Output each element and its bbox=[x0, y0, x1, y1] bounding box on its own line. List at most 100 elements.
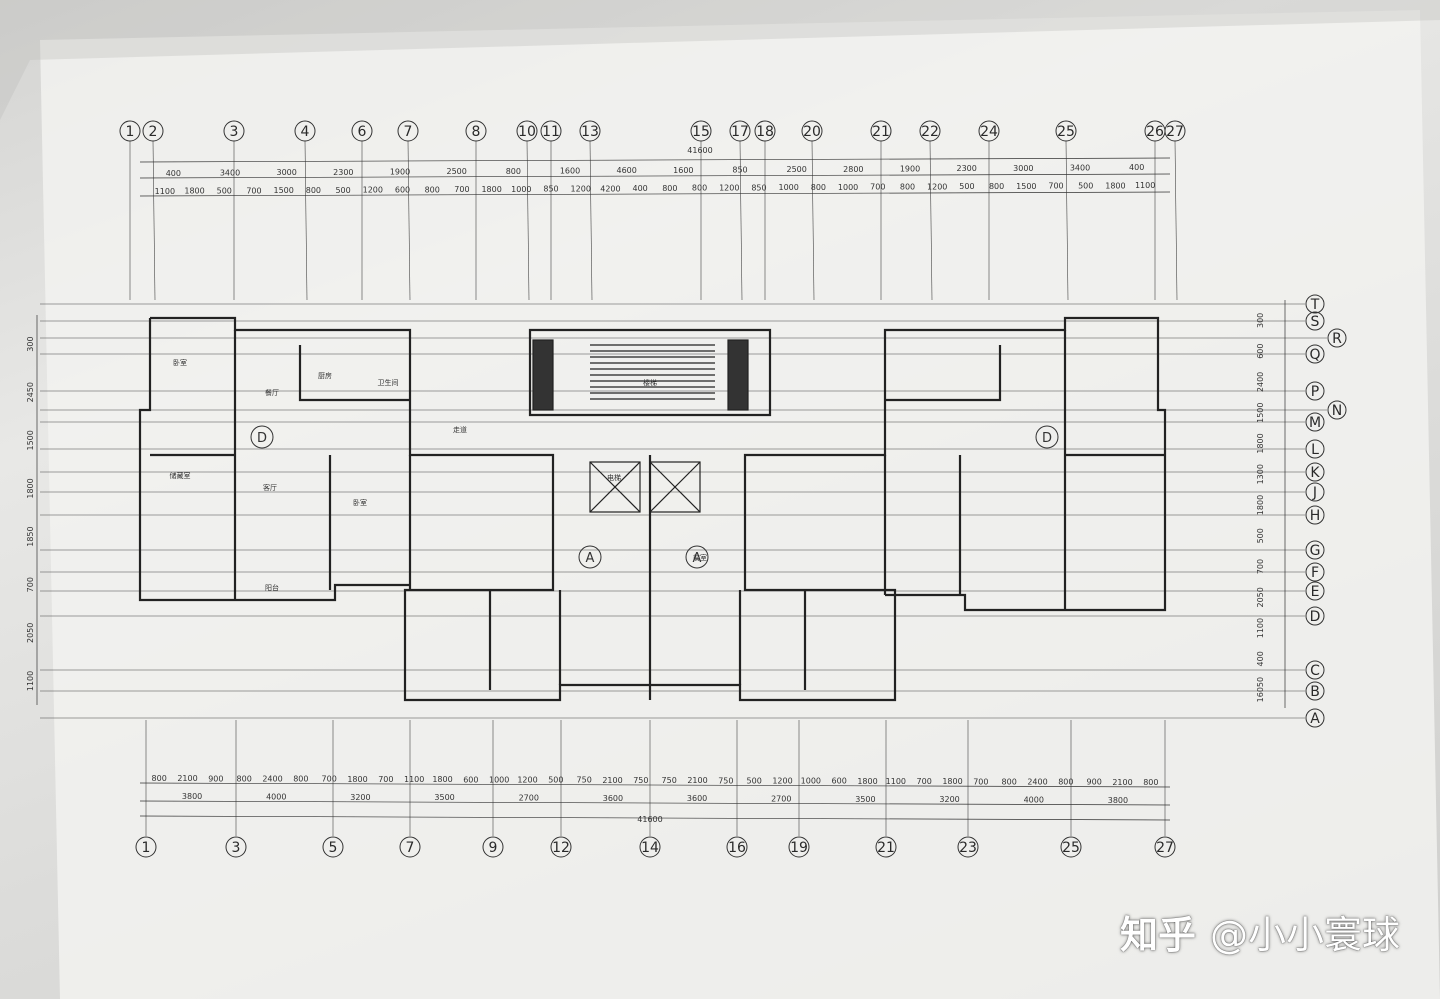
dimension-line bbox=[139, 800, 1171, 806]
axis-bubble-right bbox=[1305, 562, 1325, 582]
dimension-text-bottom: 3200 bbox=[350, 793, 370, 802]
axis-bubble-bottom bbox=[957, 836, 979, 858]
unit-tag-circle bbox=[1035, 425, 1059, 449]
dimension-text-top: 1600 bbox=[560, 167, 580, 176]
axis-bubble-right bbox=[1305, 311, 1325, 331]
dimension-text-bottom: 2100 bbox=[177, 774, 197, 783]
dimension-text-bottom: 2700 bbox=[519, 794, 539, 803]
axis-label-top: 26 bbox=[1146, 124, 1164, 140]
dimension-text-right: 500 bbox=[1256, 528, 1265, 543]
dimension-text-bottom: 1800 bbox=[432, 775, 452, 784]
dimension-text-top: 3400 bbox=[1070, 164, 1090, 173]
dimension-text-bottom: 2400 bbox=[1027, 778, 1047, 787]
axis-label-right: D bbox=[1310, 609, 1321, 625]
dimension-text-top: 800 bbox=[811, 183, 826, 192]
dimension-text-bottom: 1000 bbox=[489, 775, 509, 784]
grid-line bbox=[304, 140, 308, 301]
dimension-text-top: 1200 bbox=[363, 186, 383, 195]
wall-outline bbox=[528, 328, 772, 417]
grid-line bbox=[1174, 140, 1178, 301]
dimension-text-right: 1800 bbox=[1256, 495, 1265, 515]
axis-label-bottom: 25 bbox=[1062, 840, 1080, 856]
dimension-text-top: 2300 bbox=[333, 168, 353, 177]
axis-bubble-top bbox=[1164, 120, 1186, 142]
grid-line bbox=[152, 140, 156, 301]
dimension-text-right: 600 bbox=[1256, 344, 1265, 359]
dimension-text-bottom: 3500 bbox=[855, 795, 875, 804]
axis-label-top: 1 bbox=[126, 124, 135, 140]
axis-grid-lines bbox=[40, 140, 1327, 836]
dimension-text-top: 500 bbox=[1078, 181, 1093, 190]
axis-bubble-top bbox=[397, 120, 419, 142]
axis-bubble-top bbox=[294, 120, 316, 142]
axis-label-top: 6 bbox=[358, 124, 367, 140]
zhihu-watermark: 知乎 @小小寰球 bbox=[1120, 904, 1400, 959]
dimension-text-top: 1800 bbox=[481, 185, 501, 194]
axis-label-right: T bbox=[1310, 297, 1320, 313]
grid-line bbox=[811, 140, 815, 301]
dimension-text-bottom: 750 bbox=[718, 776, 733, 785]
axis-label-right: C bbox=[1310, 663, 1320, 679]
dimension-text-top: 1900 bbox=[900, 165, 920, 174]
axis-bubble-top bbox=[690, 120, 712, 142]
axis-bubble-bottom bbox=[322, 836, 344, 858]
dimension-lines bbox=[36, 157, 1286, 821]
dimension-text-top: 600 bbox=[395, 186, 410, 195]
elevator-shaft bbox=[649, 461, 701, 513]
axis-bubble-right bbox=[1305, 439, 1325, 459]
dimension-text-bottom: 800 bbox=[1058, 778, 1073, 787]
room-label: 卧室 bbox=[353, 498, 367, 507]
axis-label-top: 21 bbox=[872, 124, 890, 140]
dimension-text-left: 2450 bbox=[26, 382, 35, 402]
dimension-text-right: 1500 bbox=[1256, 403, 1265, 423]
unit-tag-label: D bbox=[1042, 431, 1052, 446]
dimension-text-top: 4200 bbox=[600, 184, 620, 193]
dimension-text-bottom: 1800 bbox=[942, 777, 962, 786]
axis-bubble-bottom bbox=[875, 836, 897, 858]
dimension-text-top: 400 bbox=[633, 184, 648, 193]
axis-bubble-right bbox=[1305, 540, 1325, 560]
axis-label-bottom: 12 bbox=[552, 840, 570, 856]
dimension-text-top: 2500 bbox=[786, 165, 806, 174]
dimension-text-bottom: 4000 bbox=[266, 793, 286, 802]
dimension-text-top: 3000 bbox=[1013, 164, 1033, 173]
axis-label-right: G bbox=[1310, 543, 1321, 559]
dimension-text-top: 800 bbox=[425, 185, 440, 194]
dimension-text-bottom: 700 bbox=[917, 777, 932, 786]
dimension-text-left: 700 bbox=[26, 577, 35, 592]
axis-label-right: E bbox=[1311, 584, 1320, 600]
dimension-line bbox=[139, 815, 1171, 821]
axis-label-right: L bbox=[1311, 442, 1319, 458]
dimension-line bbox=[139, 191, 1171, 197]
dimension-text-top: 800 bbox=[306, 186, 321, 195]
dimension-text-bottom: 750 bbox=[633, 776, 648, 785]
dimension-text-bottom: 500 bbox=[747, 776, 762, 785]
dimension-text-bottom: 800 bbox=[1002, 777, 1017, 786]
axis-label-top: 24 bbox=[980, 124, 998, 140]
dimension-text-top: 850 bbox=[751, 183, 766, 192]
dimension-line bbox=[139, 157, 1171, 163]
axis-label-bottom: 1 bbox=[142, 840, 151, 856]
dimension-text-top: 700 bbox=[870, 183, 885, 192]
dimension-text-bottom: 3800 bbox=[182, 792, 202, 801]
axis-label-top: 27 bbox=[1166, 124, 1184, 140]
room-label: 前室 bbox=[693, 553, 707, 562]
axis-label-top: 3 bbox=[230, 124, 239, 140]
zhihu-logo: 知乎 bbox=[1119, 913, 1196, 957]
axis-label-right: K bbox=[1310, 465, 1320, 481]
axis-label-top: 11 bbox=[542, 124, 560, 140]
axis-bubble-top bbox=[142, 120, 164, 142]
dimension-text-bottom: 1100 bbox=[404, 775, 424, 784]
dimension-text-top: 850 bbox=[543, 185, 558, 194]
axis-bubble-top bbox=[465, 120, 487, 142]
axis-bubble-right bbox=[1305, 381, 1325, 401]
elevator-cross bbox=[589, 461, 641, 513]
dimension-text-bottom: 1100 bbox=[886, 777, 906, 786]
dimension-text-top: 800 bbox=[900, 183, 915, 192]
axis-label-right: F bbox=[1311, 565, 1319, 581]
axis-bubble-right bbox=[1305, 344, 1325, 364]
dimension-text-bottom: 600 bbox=[463, 775, 478, 784]
axis-bubble-bottom bbox=[550, 836, 572, 858]
axis-bubble-right bbox=[1327, 400, 1347, 420]
